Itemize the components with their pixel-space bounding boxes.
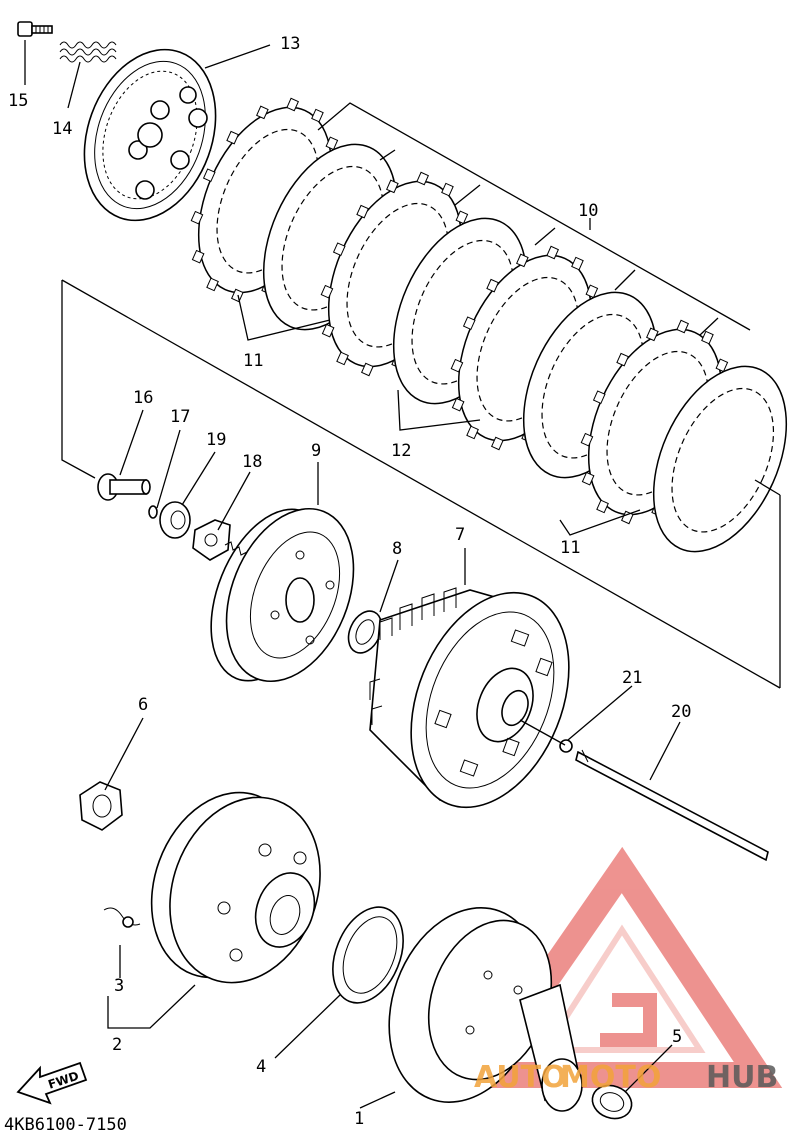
plate-tab: [320, 284, 334, 299]
nut-6: [79, 781, 123, 831]
part-labels: 1 2 3 4 5 6 7 8 9 10 11 12 13 14 15 16 1…: [8, 34, 691, 1129]
washer-5: [591, 1084, 633, 1120]
plate-tab: [486, 278, 499, 293]
plate-tab: [701, 330, 714, 345]
clutch-housing-7: [369, 587, 570, 809]
plate-tab: [596, 499, 609, 514]
plate-tab: [616, 352, 629, 367]
plate-tab: [646, 327, 659, 342]
leader-lines: [24, 40, 681, 1109]
plate-tab: [451, 397, 465, 412]
label-part-11-upper: 11: [243, 351, 263, 371]
plate-tab: [191, 249, 205, 264]
label-part-4: 4: [256, 1057, 266, 1077]
label-part-20: 20: [671, 702, 691, 722]
label-part-19: 19: [206, 430, 226, 450]
watermark-part1: AUTO: [474, 1060, 567, 1095]
plate-tab: [190, 210, 204, 225]
plate-tab: [546, 245, 559, 260]
plate-tab: [311, 108, 324, 123]
label-part-2: 2: [112, 1035, 122, 1055]
plate-tab: [416, 171, 429, 186]
plate-tab: [231, 288, 244, 303]
washer-17: [148, 505, 158, 519]
plate-tab: [516, 253, 529, 268]
push-rod-20: [575, 749, 769, 862]
watermark-text: AUTO MOTO HUB: [474, 1060, 778, 1095]
label-part-3: 3: [114, 976, 124, 996]
plate-tab: [455, 210, 469, 225]
plate-tab: [491, 436, 504, 451]
plate-tab: [361, 362, 374, 377]
plate-tab: [356, 204, 369, 219]
watermark-part2: MOTO: [560, 1060, 661, 1095]
plate-tab: [592, 390, 606, 405]
nut-19: [159, 501, 191, 539]
label-part-7: 7: [455, 525, 465, 545]
pressure-plate: [83, 48, 217, 222]
plate-tab: [581, 471, 595, 486]
centrifugal-clutch-2: [150, 791, 321, 984]
plate-tab: [441, 182, 454, 197]
label-part-5: 5: [672, 1027, 682, 1047]
bolt-16: [97, 473, 151, 501]
label-part-21: 21: [622, 668, 642, 688]
plate-tab: [386, 179, 399, 194]
label-part-15: 15: [8, 91, 28, 111]
plate-tab: [321, 323, 335, 338]
clutch-spring: [59, 41, 117, 63]
label-part-14: 14: [52, 119, 72, 139]
bracket-11-upper: [237, 294, 331, 341]
primary-drive-1: [388, 907, 583, 1112]
plate-tab: [332, 242, 346, 257]
label-part-8: 8: [392, 539, 402, 559]
label-part-18: 18: [242, 452, 262, 472]
label-part-16: 16: [133, 388, 153, 408]
one-way-clutch-4: [332, 906, 404, 1004]
ball-21: [559, 739, 573, 753]
label-part-6: 6: [138, 695, 148, 715]
plate-tab: [202, 168, 216, 183]
plate-tab: [462, 316, 476, 331]
bracket-11-lower: [559, 509, 641, 536]
plate-tab: [286, 97, 299, 112]
label-part-1: 1: [354, 1109, 364, 1129]
plate-tab: [256, 105, 269, 120]
plate-tab: [450, 358, 464, 373]
plate-tab: [336, 351, 349, 366]
steel-plate: [652, 365, 788, 553]
lock-washer-18: [192, 519, 231, 561]
label-part-12: 12: [391, 441, 411, 461]
plate-tab: [715, 358, 729, 373]
rod-axis-line: [519, 719, 566, 746]
bracket-10: [317, 102, 751, 336]
clutch-plate-stack: [190, 97, 788, 553]
plate-tab: [571, 256, 584, 271]
label-part-10: 10: [578, 201, 598, 221]
bracket-12: [397, 389, 481, 431]
clutch-boss-9: [210, 507, 355, 683]
watermark-part3: HUB: [706, 1060, 778, 1095]
label-part-13: 13: [280, 34, 300, 54]
label-part-17: 17: [170, 407, 190, 427]
diagram-code: 4KB6100-7150: [4, 1115, 127, 1135]
plate-tab: [325, 136, 339, 151]
assembly-frame-lines: [61, 279, 781, 689]
plate-tab: [580, 432, 594, 447]
bolt-15: [17, 21, 53, 37]
pin-3: [103, 907, 141, 928]
fwd-arrow-icon: FWD: [16, 1061, 88, 1105]
plate-tab: [676, 319, 689, 334]
label-part-9: 9: [311, 441, 321, 461]
label-part-11-lower: 11: [560, 538, 580, 558]
plate-tab: [585, 284, 599, 299]
plate-tab: [466, 425, 479, 440]
plate-tab: [206, 277, 219, 292]
plate-tab: [226, 130, 239, 145]
